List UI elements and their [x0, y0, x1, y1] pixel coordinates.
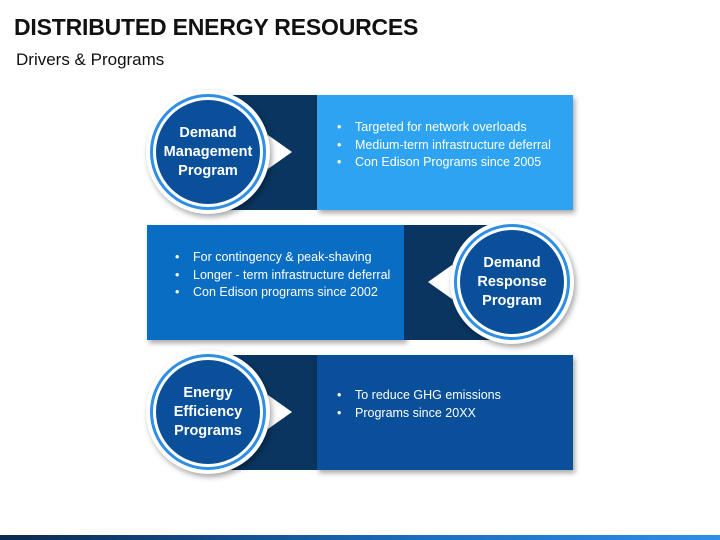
circle-fill: Demand Management Program — [156, 100, 260, 204]
page-subtitle: Drivers & Programs — [16, 50, 165, 69]
bullet-item: For contingency & peak-shaving — [175, 249, 395, 266]
program-label: Energy Efficiency Programs — [173, 384, 243, 439]
program-label: Demand Response Program — [477, 254, 547, 309]
arrow-right-icon — [268, 135, 292, 169]
bullet-item: Longer - term infrastructure deferral — [175, 267, 395, 284]
bullet-item: Medium-term infrastructure deferral — [337, 137, 561, 154]
program-details-panel: To reduce GHG emissions Programs since 2… — [317, 355, 573, 470]
circle-fill: Energy Efficiency Programs — [156, 360, 260, 464]
program-details-panel: Targeted for network overloads Medium-te… — [317, 95, 573, 210]
circle-fill: Demand Response Program — [460, 230, 564, 334]
program-label: Demand Management Program — [163, 124, 253, 179]
footer-accent-bar — [0, 535, 720, 540]
program-circle: Energy Efficiency Programs — [146, 350, 270, 474]
bullet-item: Targeted for network overloads — [337, 119, 561, 136]
arrow-right-icon — [268, 395, 292, 429]
circle-ring — [454, 224, 570, 340]
circle-ring — [150, 354, 266, 470]
bullet-item: Con Edison Programs since 2005 — [337, 154, 561, 171]
program-circle: Demand Management Program — [146, 90, 270, 214]
arrow-left-icon — [428, 265, 452, 299]
program-circle: Demand Response Program — [450, 220, 574, 344]
page-title: DISTRIBUTED ENERGY RESOURCES — [14, 14, 419, 40]
circle-ring — [150, 94, 266, 210]
bullet-item: Con Edison programs since 2002 — [175, 284, 395, 301]
bullet-item: Programs since 20XX — [337, 405, 561, 422]
bullet-item: To reduce GHG emissions — [337, 387, 561, 404]
program-details-panel: For contingency & peak-shaving Longer - … — [147, 225, 405, 340]
